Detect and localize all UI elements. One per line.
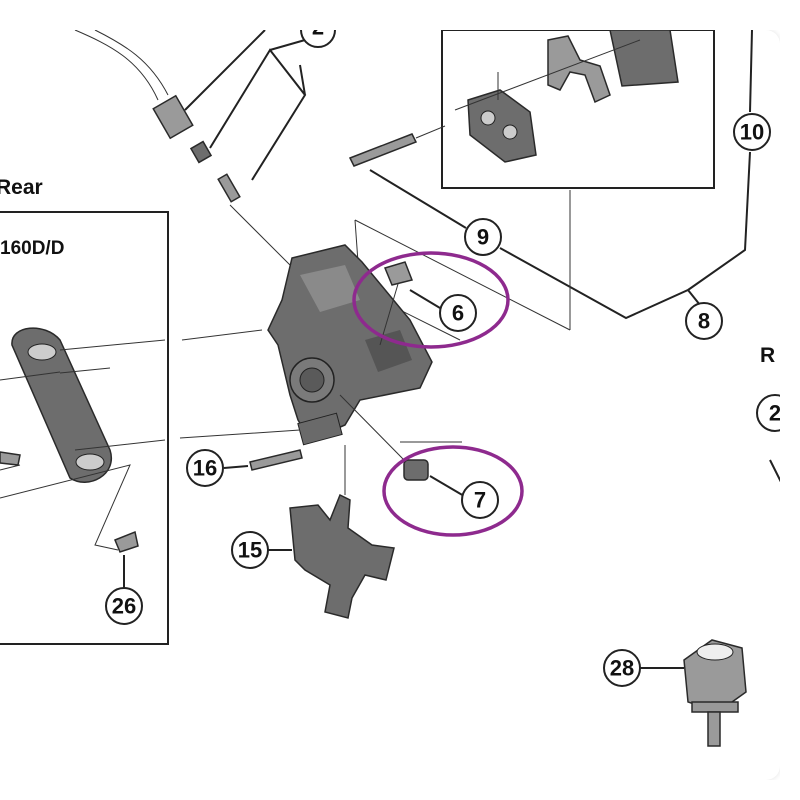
callout-10-circle	[733, 113, 771, 151]
callout-8-number: 8	[698, 309, 710, 334]
callout-28-circle	[603, 649, 641, 687]
brake-pad	[467, 89, 537, 163]
callout-16-number: 16	[193, 456, 217, 481]
highlight-ellipse-7	[382, 445, 524, 537]
model-text: 160D/D	[0, 238, 64, 259]
olive-insert	[189, 140, 213, 164]
right-label-text: R	[760, 344, 775, 367]
callout-7-number: 7	[474, 488, 486, 513]
callout-15-circle	[231, 531, 269, 569]
pad-spring	[547, 35, 611, 104]
mount-adapter	[11, 327, 113, 483]
left-inset-box	[0, 211, 169, 645]
part-28-nut	[683, 639, 747, 713]
part-26-clip	[114, 530, 139, 553]
callout-9-circle	[464, 218, 502, 256]
part-6-component	[383, 261, 414, 286]
callout-right-partial-number: 2	[769, 401, 781, 426]
brake-hose-outline	[94, 29, 169, 96]
callout-9-number: 9	[477, 225, 489, 250]
callout-6-circle	[439, 294, 477, 332]
parts-diagram-sheet	[0, 30, 780, 780]
highlight-ellipse-6	[352, 251, 510, 349]
callout-15-number: 15	[238, 538, 262, 563]
callout-28-number: 28	[610, 656, 634, 681]
connector-pin	[217, 173, 241, 203]
part-7-component	[403, 459, 429, 481]
title-text: Rear	[0, 176, 43, 199]
pad-pin	[348, 133, 418, 167]
callout-6-number: 6	[452, 301, 464, 326]
callout-8-circle	[685, 302, 723, 340]
part-16-pin	[249, 449, 303, 471]
callout-26-circle	[105, 587, 143, 625]
hose-connector	[152, 94, 194, 140]
callout-7-circle	[461, 481, 499, 519]
callout-2-bracket	[184, 29, 307, 181]
callout-26-number: 26	[112, 594, 136, 619]
part-28-shaft	[707, 711, 721, 747]
brake-hose	[74, 29, 159, 101]
mount-bolt	[0, 451, 21, 466]
callout-16-circle	[186, 449, 224, 487]
part-15-spacer	[289, 493, 395, 619]
callout-10-number: 10	[740, 120, 764, 145]
brake-pad-2	[609, 29, 679, 87]
